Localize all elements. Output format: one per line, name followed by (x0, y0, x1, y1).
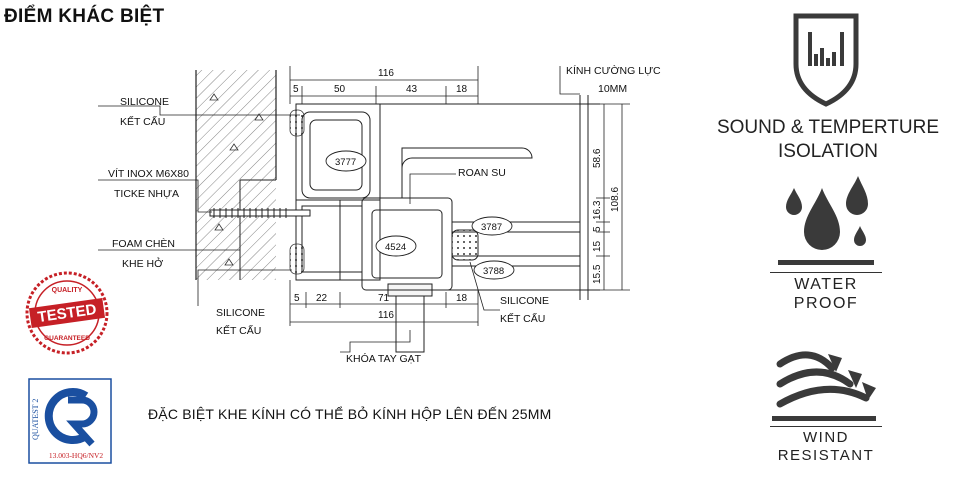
label-handle: KHÓA TAY GẠT (346, 352, 422, 365)
label-foam-1: FOAM CHÈN (112, 237, 175, 250)
label-screw-2: TICKE NHỰA (114, 188, 179, 200)
dim-top-d: 18 (456, 84, 468, 95)
label-gasket: ROAN SU (458, 167, 506, 179)
dim-bottom-a: 5 (294, 293, 300, 304)
caption-text: ĐẶC BIỆT KHE KÍNH CÓ THỂ BỎ KÍNH HỘP LÊN… (148, 406, 552, 422)
quatest-side-text: QUATEST 2 (31, 399, 40, 440)
feature-wind-line2: RESISTANT (777, 447, 875, 464)
profile-code-2: 4524 (385, 242, 406, 253)
top-dimensions (289, 66, 479, 104)
screw (209, 208, 311, 218)
dim-bottom-total: 116 (378, 310, 394, 321)
tested-bottom-text: GUARANTEED (44, 335, 90, 342)
section-drawing: 116 5 50 43 18 5 22 71 18 116 58.6 16.3 … (98, 64, 661, 365)
label-silicone-top-1: SILICONE (120, 96, 169, 108)
feature-wind-line1: WIND (803, 429, 849, 446)
dim-v-e: 15.5 (592, 264, 603, 284)
quatest-code-text: 13.003-HQ6/NV2 (49, 451, 104, 460)
quatest-badge: QUATEST 2 13.003-HQ6/NV2 (28, 378, 112, 464)
dim-v-a: 58.6 (592, 148, 603, 168)
dim-bottom-c: 71 (378, 293, 390, 304)
feature-water: WATER PROOF (770, 272, 882, 313)
tested-badge: TESTED QUALITY GUARANTEED (25, 271, 109, 355)
dim-top-c: 43 (406, 84, 418, 95)
dim-top-total: 116 (378, 68, 394, 79)
label-silicone-top-2: KẾT CẤU (120, 115, 165, 128)
dim-top-b: 50 (334, 84, 346, 95)
label-glass-1: KÍNH CƯỜNG LỰC (566, 64, 661, 77)
vertical-dimensions (596, 103, 630, 291)
label-screw-1: VÍT INOX M6X80 (108, 167, 189, 180)
dim-bottom-b: 22 (316, 293, 328, 304)
bottom-dimensions (289, 280, 479, 326)
label-silicone-bl-1: SILICONE (216, 307, 265, 319)
feature-water-line2: PROOF (793, 295, 859, 312)
wall-section (195, 70, 277, 280)
dim-top-a: 5 (293, 84, 299, 95)
label-foam-2: KHE HỞ (122, 257, 163, 270)
label-glass-2: 10MM (598, 83, 627, 95)
water-drops-icon (778, 176, 874, 265)
label-silicone-br-2: KẾT CẤU (500, 312, 545, 325)
glass-pane (451, 221, 580, 267)
label-silicone-br-1: SILICONE (500, 295, 549, 307)
dim-bottom-d: 18 (456, 293, 468, 304)
feature-sound-line2: ISOLATION (778, 141, 878, 162)
feature-sound: SOUND & TEMPERTURE ISOLATION (700, 116, 956, 164)
silicone-bottom (289, 243, 305, 275)
dim-v-total: 108.6 (610, 187, 621, 212)
label-silicone-bl-2: KẾT CẤU (216, 324, 261, 337)
page-title: ĐIỂM KHÁC BIỆT (4, 6, 165, 27)
sound-shield-icon (793, 13, 859, 107)
profile-code-4: 3788 (483, 266, 504, 277)
dim-v-c: 5 (592, 226, 603, 232)
feature-sound-line1: SOUND & TEMPERTURE (716, 117, 940, 138)
silicone-top (289, 109, 305, 137)
profile-code-1: 3777 (335, 157, 356, 168)
feature-water-line1: WATER (794, 276, 858, 293)
dim-v-b: 16.3 (592, 200, 603, 220)
frame-profile (295, 103, 381, 281)
leader-lines (98, 66, 580, 353)
glass-edge (380, 95, 600, 300)
wind-icon (772, 351, 876, 421)
profile-code-3: 3787 (481, 222, 502, 233)
tested-top-text: QUALITY (52, 287, 83, 294)
feature-wind: WIND RESISTANT (770, 426, 882, 465)
dim-v-d: 15 (592, 240, 603, 252)
